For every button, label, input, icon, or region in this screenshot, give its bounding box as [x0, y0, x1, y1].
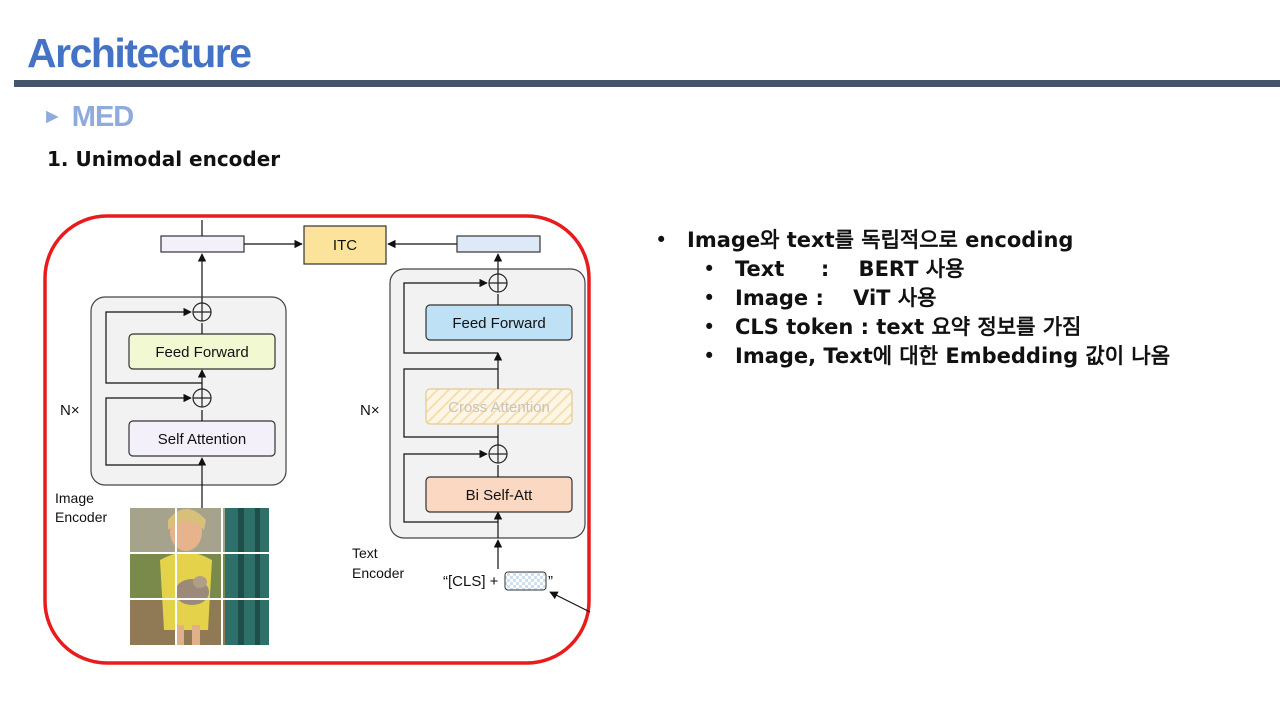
- section-heading: ► MED: [42, 101, 134, 134]
- section-label: MED: [71, 101, 134, 133]
- bi-self-att-label: Bi Self-Att: [466, 487, 534, 504]
- cross-attention-label: Cross Attention: [448, 399, 550, 416]
- text-input-prefix: “[CLS] +: [443, 573, 499, 590]
- bullet-item: Image : ViT 사용: [655, 284, 1170, 313]
- image-nx-label: N×: [60, 402, 80, 419]
- subsection-heading: 1. Unimodal encoder: [47, 147, 281, 171]
- text-encoder-label-line2: Encoder: [352, 565, 404, 581]
- itc-label: ITC: [333, 237, 357, 254]
- image-output-bar: [160, 235, 245, 253]
- text-input-token-icon: [504, 571, 547, 591]
- cls-pointer-arrow: [549, 591, 591, 613]
- feed-forward-text-label: Feed Forward: [452, 315, 545, 332]
- input-image-patches: [130, 508, 269, 645]
- self-attention-label: Self Attention: [158, 431, 246, 448]
- bullet-item: Image와 text를 독립적으로 encoding: [655, 226, 1170, 255]
- feed-forward-text-box: [425, 304, 573, 341]
- bullet-item: Text : BERT 사용: [655, 255, 1170, 284]
- itc-box: [303, 225, 387, 265]
- bullet-list: Image와 text를 독립적으로 encoding Text : BERT …: [655, 226, 1170, 371]
- image-encoder-block: [90, 296, 287, 486]
- highlight-frame: [43, 214, 591, 665]
- feed-forward-image-label: Feed Forward: [155, 344, 248, 361]
- slide-title: Architecture: [27, 30, 252, 76]
- bullet-item: Image, Text에 대한 Embedding 값이 나옴: [655, 342, 1170, 371]
- triangle-bullet-icon: ►: [42, 105, 63, 128]
- image-encoder-label-line2: Encoder: [55, 509, 107, 525]
- text-encoder-label-line1: Text: [352, 545, 378, 561]
- cross-attention-box: [425, 388, 573, 425]
- title-underline: [14, 80, 1280, 87]
- text-input-suffix: ”: [548, 573, 553, 590]
- text-nx-label: N×: [360, 402, 380, 419]
- bi-self-att-box: [425, 476, 573, 513]
- architecture-diagram: ITC Self Attention Feed Forward N× Image…: [43, 214, 591, 665]
- text-output-bar: [456, 235, 541, 253]
- image-encoder-label-line1: Image: [55, 490, 94, 506]
- bullet-item: CLS token : text 요약 정보를 가짐: [655, 313, 1170, 342]
